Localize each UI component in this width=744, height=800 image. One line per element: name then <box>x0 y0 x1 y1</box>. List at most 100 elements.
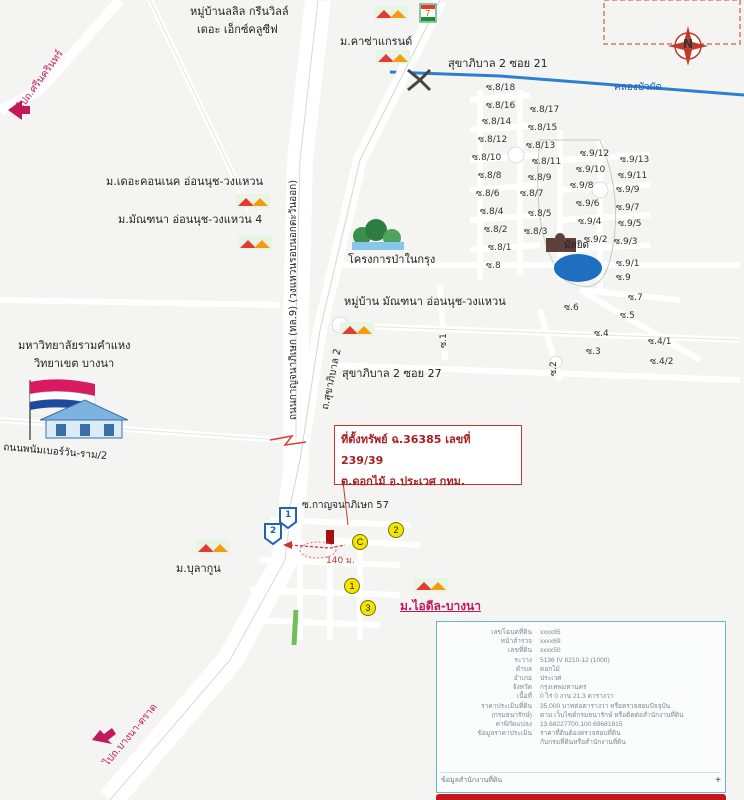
soi-label: ซ.4 <box>594 329 609 339</box>
land-info-value: กรุงเทพมหานคร <box>540 684 587 692</box>
land-info-row: เลขโฉนดที่ดิน xxxx85 <box>437 628 725 637</box>
village-icon <box>414 578 448 592</box>
arrow-srinakarin-icon <box>8 100 30 120</box>
soi-label: ซ.6 <box>564 303 579 313</box>
lake <box>554 254 602 282</box>
soi-label: ซ.9/4 <box>578 217 602 227</box>
soi-label: ซ.2 <box>549 361 559 376</box>
label-manthana4: ม.มัณฑนา อ่อนนุช-วงแหวน 4 <box>118 213 263 226</box>
land-info-row: ราคาประเมินที่ดิน 35,000 บาทต่อตารางวา หร… <box>437 702 725 711</box>
land-info-key: ราคาประเมินที่ดิน <box>481 702 532 710</box>
soi-label: ซ.9/9 <box>616 185 640 195</box>
land-info-key: เลขที่ดิน <box>508 647 532 655</box>
property-marker <box>326 530 334 544</box>
land-info-row: ตำบลดอกไม้ <box>437 665 725 674</box>
forest-icon <box>352 219 404 250</box>
soi-label: ซ.8/6 <box>476 189 500 199</box>
land-info-value: ราคาที่ดินต้องตรวจสอบที่ดิน <box>540 730 621 738</box>
land-info-value: ตาม เว็บไซต์กรมธนารักษ์ หรือติดต่อสำนักง… <box>540 711 684 719</box>
soi-label: ซ.1 <box>439 333 449 348</box>
soi-label: ซ.8/16 <box>486 101 516 111</box>
label-canal: คลองบัวผัด <box>614 82 663 93</box>
soi-label: ซ.8/11 <box>532 157 562 167</box>
soi-label: ซ.9/2 <box>584 235 608 245</box>
soi-label: ซ.8/15 <box>528 123 558 133</box>
land-info-value: 35,000 บาทต่อตารางวา หรือตรวจสอบปัจจุบัน <box>540 702 671 710</box>
land-info-key: เนื้อที่ <box>516 693 532 701</box>
arrow-bangna-icon <box>92 728 116 744</box>
soi-label: ซ.7 <box>628 293 643 303</box>
road-shield-1 <box>279 507 297 530</box>
callout-line2: ต.ดอกไม้ อ.ประเวศ กทม. <box>341 474 466 488</box>
soi-label: ซ.8/2 <box>484 225 508 235</box>
land-info-footer: ข้อมูลสำนักงานที่ดิน + <box>441 772 721 786</box>
soi-label: ซ.8/9 <box>528 173 552 183</box>
badge-2: 2 <box>388 522 404 538</box>
callout-line1: ที่ตั้งทรัพย์ ฉ.36385 เลขที่ 239/39 <box>341 433 471 467</box>
land-info-value: xxxx85 <box>540 629 561 636</box>
route-line <box>289 544 346 549</box>
land-info-key: ค่าพิกัดแปลง <box>495 721 532 729</box>
mosque-icon <box>546 233 576 252</box>
soi-label: ซ.8/10 <box>472 153 502 163</box>
land-info-key <box>437 738 540 747</box>
land-info-value: xxxx50 <box>540 647 561 655</box>
soi-label: ซ.8/4 <box>480 207 504 217</box>
soi-label: ซ.5 <box>620 311 635 321</box>
svg-text:7: 7 <box>426 9 431 18</box>
land-info-row: ข้อมูลราคาประเมิน ราคาที่ดินต้องตรวจสอบที… <box>437 729 725 738</box>
soi-label: ซ.9/12 <box>580 149 610 159</box>
label-ringroad: ถนนกาญจนาภิเษก (ทล.9) (วงแหวนรอบนอกตะวัน… <box>288 179 299 420</box>
road-shield-2 <box>264 523 282 546</box>
land-info-key: เลขโฉนดที่ดิน <box>491 629 532 636</box>
land-info-value: ประเวศ <box>540 675 562 683</box>
label-kanchana57: ซ.กาญจนาภิเษก 57 <box>302 500 390 511</box>
village-icon <box>340 322 374 336</box>
land-info-value: กับกรมที่ดินหรือสำนักงานที่ดิน <box>540 739 626 747</box>
road-shield-1-label: 1 <box>285 510 292 520</box>
label-connect: ม.เดอะคอนเนค อ่อนนุช-วงแหวน <box>106 175 264 188</box>
village-icon <box>236 194 270 208</box>
soi-label: ซ.8/5 <box>528 209 552 219</box>
seven-eleven-icon: 7 <box>419 3 437 23</box>
university-icon <box>29 379 129 440</box>
badge-1: 1 <box>344 578 360 594</box>
land-info-row: กับกรมที่ดินหรือสำนักงานที่ดิน <box>437 738 725 747</box>
minor-roads <box>0 0 741 640</box>
soi-label: ซ.8/18 <box>486 83 516 93</box>
village-icon <box>196 540 230 554</box>
land-info-value: 13.68227700,100.69681815 <box>540 721 623 729</box>
land-info-key: ข้อมูลราคาประเมิน <box>477 730 532 738</box>
soi-label: ซ.4/1 <box>648 337 672 347</box>
land-info-row: ค่าพิกัดแปลง 13.68227700,100.69681815 <box>437 720 725 729</box>
land-info-value: 0 ไร่ 0 งาน 21.3 ตารางวา <box>540 693 614 701</box>
expand-icon[interactable]: + <box>715 775 721 786</box>
label-manthana-village: หมู่บ้าน มัณฑนา อ่อนนุช-วงแหวน <box>344 295 506 308</box>
land-info-key: หน้าสำรวจ <box>500 638 532 646</box>
label-distance: 140 ม. <box>326 556 355 566</box>
soi-label: ซ.9/6 <box>576 199 600 209</box>
soi-label: ซ.8/12 <box>478 135 508 145</box>
canal-line <box>389 70 744 97</box>
soi-label: ซ.9/10 <box>576 165 606 175</box>
label-grand: ม.คาซ่าแกรนด์ <box>340 35 413 48</box>
land-info-key: อำเภอ <box>513 675 532 683</box>
label-forest: โครงการป่าในกรุง <box>348 253 436 266</box>
soi-label: ซ.8/17 <box>530 105 560 115</box>
soi-label: ซ.8/14 <box>482 117 512 127</box>
panel-red-bar <box>436 794 726 800</box>
land-info-row: เลขที่ดิน xxxx50 <box>437 646 725 655</box>
compass-north-label: N <box>683 37 694 51</box>
soi-label: ซ.8/8 <box>478 171 502 181</box>
soi-label: ซ.9/7 <box>616 203 640 213</box>
road-shield-2-label: 2 <box>270 526 277 536</box>
land-info-key: (กรมธนารักษ์) <box>491 711 532 719</box>
village-icon <box>374 6 408 20</box>
land-info-footer-label: ข้อมูลสำนักงานที่ดิน <box>441 777 503 784</box>
label-ideal: ม.ไอดีล-บางนา <box>400 599 481 613</box>
badge-c: C <box>352 534 368 550</box>
